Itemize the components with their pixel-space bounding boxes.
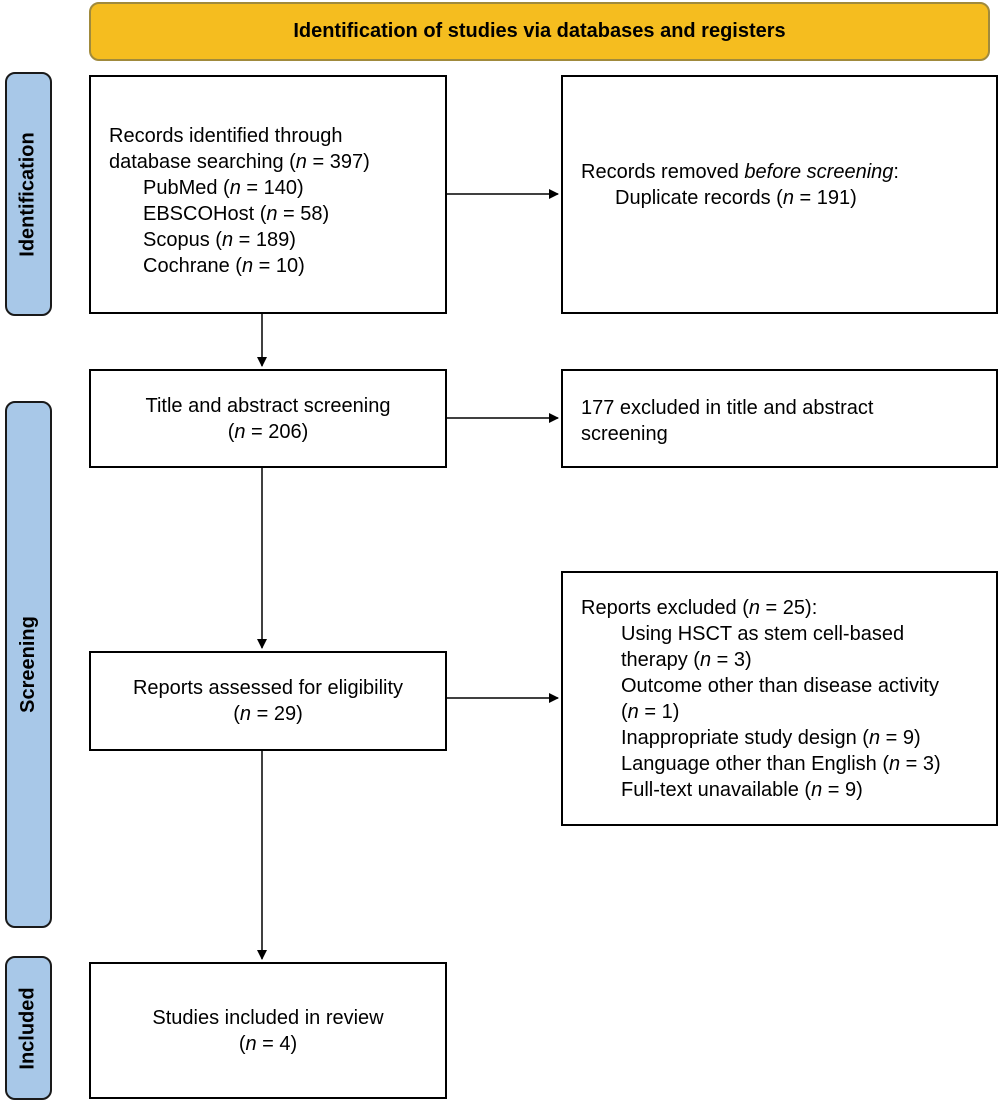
- source-cochrane: Cochrane (n = 10): [143, 255, 305, 277]
- source-scopus: Scopus (n = 189): [143, 229, 296, 251]
- records-identified-line2: database searching (n = 397): [109, 151, 370, 173]
- title-screening-line2: (n = 206): [227, 420, 309, 443]
- records-removed-line1: Records removed before screening:: [581, 161, 899, 183]
- phase-included-label: Included: [5, 956, 52, 1100]
- records-removed-box: Records removed before screening: Duplic…: [561, 75, 998, 314]
- phase-identification-label: Identification: [5, 72, 52, 316]
- title-screening-line1: Title and abstract screening: [145, 394, 391, 417]
- included-line2: (n = 4): [238, 1032, 298, 1055]
- source-ebscohost: EBSCOHost (n = 58): [143, 203, 330, 225]
- reports-excluded-title: Reports excluded (n = 25):: [581, 597, 818, 619]
- title-excluded-box: 177 excluded in title and abstract scree…: [561, 369, 998, 468]
- eligibility-line1: Reports assessed for eligibility: [132, 677, 404, 699]
- header-title: Identification of studies via databases …: [293, 20, 786, 42]
- header-banner: Identification of studies via databases …: [89, 2, 990, 61]
- reason-outcome-line1: Outcome other than disease activity: [621, 675, 939, 697]
- phase-screening-label: Screening: [5, 401, 52, 928]
- included-line1: Studies included in review: [152, 1006, 384, 1029]
- reports-excluded-box: Reports excluded (n = 25): Using HSCT as…: [561, 571, 998, 826]
- eligibility-line2: (n = 29): [233, 703, 303, 725]
- title-screening-box: Title and abstract screening (n = 206): [89, 369, 447, 468]
- reason-hsct-line1: Using HSCT as stem cell-based: [621, 623, 905, 645]
- reason-full-text: Full-text unavailable (n = 9): [621, 779, 863, 801]
- records-identified-box: Records identified through database sear…: [89, 75, 447, 314]
- duplicate-records: Duplicate records (n = 191): [615, 187, 857, 209]
- reason-outcome-line2: (n = 1): [621, 701, 680, 723]
- eligibility-box: Reports assessed for eligibility (n = 29…: [89, 651, 447, 751]
- reason-language: Language other than English (n = 3): [621, 753, 941, 775]
- title-excluded-line2: screening: [581, 423, 668, 445]
- title-excluded-line1: 177 excluded in title and abstract: [581, 397, 874, 419]
- source-pubmed: PubMed (n = 140): [143, 177, 304, 199]
- records-identified-line1: Records identified through: [109, 125, 343, 147]
- included-box: Studies included in review (n = 4): [89, 962, 447, 1099]
- reason-study-design: Inappropriate study design (n = 9): [621, 727, 921, 749]
- reason-hsct-line2: therapy (n = 3): [621, 649, 752, 671]
